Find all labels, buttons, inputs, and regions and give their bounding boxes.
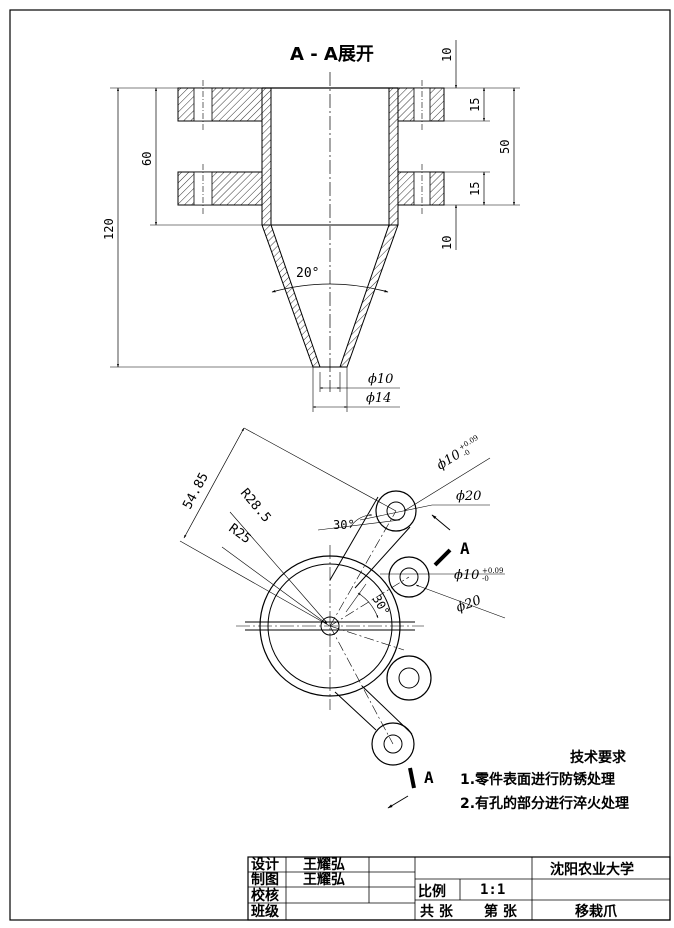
- tb-class-label: 班级: [251, 903, 280, 920]
- arm4-hole: [383, 734, 403, 754]
- hole1-callout: ϕ10 +0.09 -0: [434, 434, 480, 474]
- cone-wall-left: [261, 224, 321, 368]
- tb-school: 沈阳农业大学: [550, 861, 634, 878]
- svg-text:-0: -0: [462, 448, 472, 458]
- arm4-boss: [371, 722, 415, 766]
- cone-wall-right: [339, 224, 399, 368]
- arm1-boss: [375, 490, 417, 532]
- dim-r28-5: R28.5: [237, 486, 274, 526]
- dim-r25: R25: [226, 521, 254, 547]
- tb-total: 共 张: [420, 903, 454, 920]
- hole2-callout: ϕ10 +0.09 -0: [454, 567, 503, 583]
- dim-50: 50: [498, 140, 512, 154]
- section-mark-top: A: [460, 539, 470, 558]
- tb-scale-label: 比例: [418, 883, 446, 900]
- tb-draw-name: 王耀弘: [303, 872, 345, 888]
- tb-scale-value: 1:1: [480, 882, 505, 898]
- tube-wall-right: [388, 87, 399, 226]
- dim-30deg-lower: 30°: [369, 593, 392, 619]
- section-title: A - A展开: [290, 44, 374, 65]
- svg-text:+0.09: +0.09: [482, 567, 503, 575]
- tech-title: 技术要求: [570, 749, 627, 766]
- dim-phi10: ϕ10: [368, 372, 393, 387]
- dim-boss1: ϕ20: [456, 489, 481, 504]
- dim-60: 60: [140, 152, 154, 166]
- tb-design-label: 设计: [251, 856, 279, 873]
- section-view: [110, 40, 520, 412]
- dim-15-bottom: 15: [468, 182, 482, 196]
- tb-check-label: 校核: [251, 887, 279, 904]
- dim-54-85: 54.85: [180, 470, 212, 512]
- dim-10-bottom: 10: [440, 236, 454, 250]
- tech-item-1: 1.零件表面进行防锈处理: [460, 771, 615, 788]
- section-mark-bottom: A: [424, 768, 434, 787]
- arm2-boss: [388, 556, 430, 598]
- dim-phi14: ϕ14: [366, 391, 391, 406]
- svg-text:+0.09: +0.09: [457, 434, 479, 452]
- arm3-boss: [386, 655, 432, 701]
- tb-draw-label: 制图: [251, 871, 279, 888]
- dim-20deg: 20°: [296, 266, 319, 281]
- tech-item-2: 2.有孔的部分进行淬火处理: [460, 795, 629, 812]
- arm2-hole: [399, 567, 419, 587]
- dim-10-top: 10: [440, 48, 454, 62]
- tb-sheet: 第 张: [484, 903, 518, 920]
- svg-text:ϕ10: ϕ10: [434, 447, 463, 473]
- dim-120: 120: [102, 218, 116, 240]
- plan-view: [179, 427, 506, 809]
- plate-left-lower: [177, 171, 263, 206]
- arm3-hole: [398, 667, 420, 689]
- tube-wall-left: [261, 87, 272, 226]
- dim-30deg-upper: 30°: [333, 518, 355, 532]
- tb-design-name: 王耀弘: [303, 857, 345, 873]
- dim-15-top: 15: [468, 98, 482, 112]
- dim-boss2: ϕ20: [454, 593, 483, 616]
- svg-text:ϕ10: ϕ10: [454, 568, 479, 583]
- tb-part-name: 移栽爪: [575, 903, 618, 920]
- title-block: [247, 856, 671, 921]
- plate-left-upper: [177, 87, 263, 122]
- svg-text:-0: -0: [482, 575, 489, 583]
